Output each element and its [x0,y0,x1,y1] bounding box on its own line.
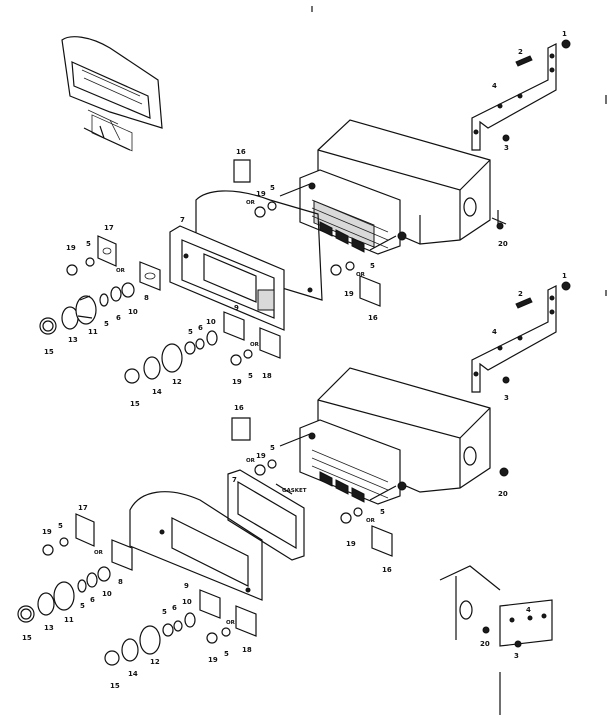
radio-body-top [279,119,491,255]
callout-14: 14 [128,670,138,678]
callout-18: 18 [262,372,272,380]
callout-8: 8 [144,294,149,302]
callout-8: 8 [118,578,123,586]
callout-4: 4 [526,606,531,614]
callout-5: 5 [58,522,63,530]
callout-5: 5 [370,262,375,270]
callout-7: 7 [180,216,185,224]
gasket-bottom [227,469,305,561]
callout-10: 10 [182,598,192,606]
bracket-inset-bottom [439,565,553,715]
callout-19: 19 [208,656,218,664]
or-label: OR [250,342,260,348]
callout-20: 20 [498,490,508,498]
callout-9: 9 [184,582,189,590]
callout-12: 12 [150,658,160,666]
callout-14: 14 [152,388,162,396]
callout-5: 5 [224,650,229,658]
or-label: OR [226,620,236,626]
or-label: OR [356,272,366,278]
callout-12: 12 [172,378,182,386]
callout-labels: 1 2 3 4 5 16 19 OR 20 7 17 19 5 8 OR 15 … [22,30,567,690]
faceplate-top [169,190,323,331]
or-label: OR [116,268,126,274]
callout-16: 16 [236,148,246,156]
radio-body-bottom [279,367,491,505]
callout-5: 5 [80,602,85,610]
callout-10: 10 [128,308,138,316]
callout-18: 18 [242,646,252,654]
callout-5: 5 [380,508,385,516]
faceplate-bottom [129,491,263,601]
callout-19: 19 [344,290,354,298]
callout-5: 5 [270,184,275,192]
left-control-stack-bottom [17,513,133,623]
callout-20: 20 [480,640,490,648]
callout-16: 16 [234,404,244,412]
callout-11: 11 [88,328,98,336]
callout-10: 10 [206,318,216,326]
callout-19: 19 [66,244,76,252]
callout-13: 13 [44,624,54,632]
callout-13: 13 [68,336,78,344]
callout-1: 1 [562,272,567,280]
or-label: OR [246,200,256,206]
dashboard-inset-top [61,36,163,152]
callout-5: 5 [162,608,167,616]
callout-19: 19 [256,190,266,198]
callout-2: 2 [518,48,523,56]
callout-5: 5 [248,372,253,380]
callout-20: 20 [498,240,508,248]
callout-17: 17 [104,224,114,232]
right-control-stack-top [124,311,281,384]
right-knob-parts-bottom [231,417,393,557]
callout-19: 19 [42,528,52,536]
left-control-stack-top [39,235,161,335]
callout-5: 5 [270,444,275,452]
or-label: OR [94,550,104,556]
callout-5: 5 [86,240,91,248]
callout-2: 2 [518,290,523,298]
or-label: OR [366,518,376,524]
callout-19: 19 [256,452,266,460]
callout-4: 4 [492,328,497,336]
callout-9: 9 [234,304,239,312]
gasket-label: GASKET [282,488,307,494]
callout-15: 15 [44,348,54,356]
callout-19: 19 [346,540,356,548]
callout-15: 15 [110,682,120,690]
mounting-bracket-top [471,39,571,230]
callout-3: 3 [504,144,509,152]
callout-3: 3 [504,394,509,402]
callout-1: 1 [562,30,567,38]
callout-6: 6 [116,314,121,322]
right-knob-parts-top [233,159,381,307]
mounting-bracket-bottom [471,281,571,477]
callout-19: 19 [232,378,242,386]
callout-6: 6 [90,596,95,604]
callout-10: 10 [102,590,112,598]
callout-15: 15 [22,634,32,642]
callout-6: 6 [198,324,203,332]
callout-5: 5 [104,320,109,328]
callout-4: 4 [492,82,497,90]
callout-5: 5 [188,328,193,336]
or-label: OR [246,458,256,464]
callout-11: 11 [64,616,74,624]
callout-17: 17 [78,504,88,512]
callout-6: 6 [172,604,177,612]
right-control-stack-bottom [104,589,257,666]
callout-15: 15 [130,400,140,408]
callout-7: 7 [232,476,237,484]
callout-16: 16 [368,314,378,322]
callout-16: 16 [382,566,392,574]
callout-3: 3 [514,652,519,660]
